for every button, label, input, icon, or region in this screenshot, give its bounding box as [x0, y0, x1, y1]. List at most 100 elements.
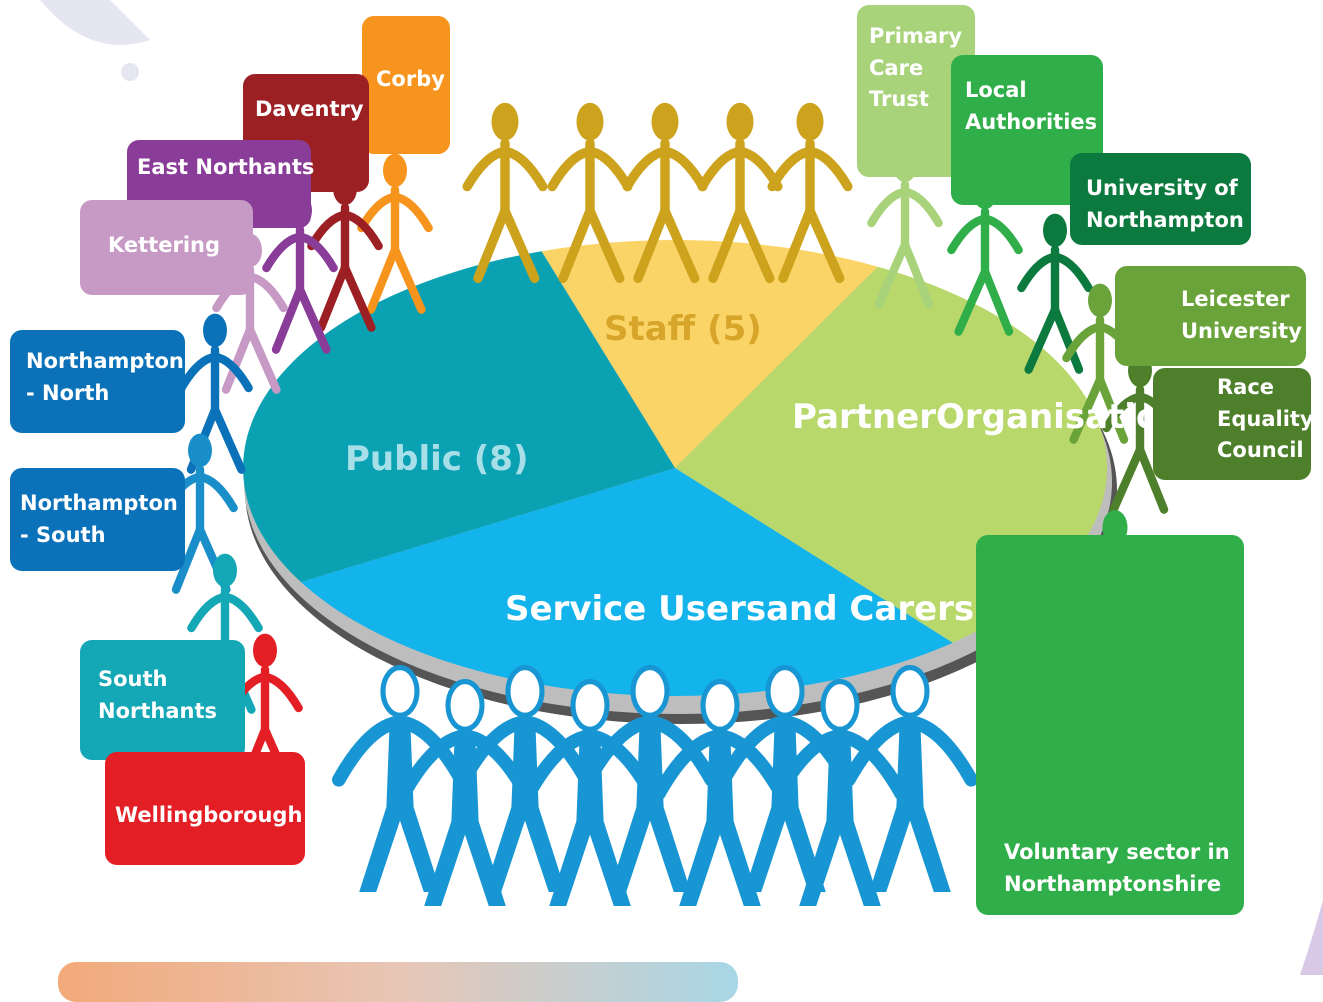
group-box-kettering: Kettering — [80, 200, 253, 295]
figure-head — [700, 679, 740, 732]
figure-arms — [622, 146, 708, 192]
label-line: Race — [1217, 375, 1275, 399]
figure-body — [799, 732, 881, 906]
figure-body — [424, 732, 506, 906]
staff-figure-3 — [622, 102, 708, 284]
service-user-figure-8 — [771, 679, 909, 906]
figure-head — [765, 665, 805, 718]
segment-label-service-users-and-carers: Service Usersand Carers (9) — [505, 589, 1041, 629]
label-line: Corby — [376, 67, 445, 91]
figure-head — [651, 102, 679, 141]
figure-body — [744, 718, 826, 892]
figure-arms — [867, 187, 943, 228]
figure-head — [890, 665, 930, 718]
figure-head — [570, 679, 610, 732]
figure-arms — [307, 210, 383, 251]
group-box-voluntary-sector: Voluntary sector in Northamptonshire — [976, 535, 1244, 915]
label-line: University of — [1086, 176, 1238, 200]
figure-head — [1088, 283, 1112, 318]
figure-arms — [187, 592, 263, 633]
service-user-figure-2 — [396, 679, 534, 906]
figure-body — [359, 718, 441, 892]
figure-arms — [771, 729, 909, 801]
decorative-dot — [121, 63, 139, 81]
figure-legs — [473, 206, 540, 284]
service-user-figure-4 — [521, 679, 659, 906]
figure-body — [869, 718, 951, 892]
label-line: Northampton — [1086, 207, 1244, 232]
staff-figure-4 — [697, 102, 783, 284]
figure-head — [445, 679, 485, 732]
label-line: Public (8) — [345, 439, 529, 479]
figure-legs — [316, 263, 376, 332]
label-line: Trust — [869, 87, 929, 111]
group-box-university-of-northampton: University of Northampton — [1070, 153, 1251, 245]
figure-head — [383, 153, 407, 188]
figure-head — [253, 633, 277, 668]
decorative-swirl — [40, 0, 150, 45]
segment-label-public: Public (8) — [345, 440, 529, 478]
figure-head — [188, 433, 212, 468]
figure-arms — [947, 214, 1023, 255]
label-line: - North — [26, 380, 110, 405]
figure-arms — [651, 729, 789, 801]
label-line: Partner — [792, 397, 937, 437]
label-line: Wellingborough — [115, 803, 303, 827]
figure-arms — [462, 146, 548, 192]
figure-body — [484, 718, 566, 892]
figure-legs — [558, 206, 625, 284]
figure-legs — [954, 267, 1014, 336]
bottom-banner — [58, 962, 738, 1002]
label-line: Northamptonshire — [1004, 871, 1222, 896]
figure-head — [203, 313, 227, 348]
label-line: Leicester — [1181, 287, 1290, 311]
figure-legs — [874, 240, 934, 309]
label-line: Northants — [98, 698, 218, 723]
figure-head — [576, 102, 604, 141]
label-line: Northampton — [20, 491, 178, 515]
figure-legs — [633, 206, 700, 284]
segment-staff — [541, 240, 878, 468]
figure-body — [609, 718, 691, 892]
diagram-canvas — [40, 0, 1323, 975]
figure-head — [796, 102, 824, 141]
figure-arms — [547, 146, 633, 192]
label-line: Care — [869, 55, 924, 80]
figure-head — [820, 679, 860, 732]
staff-figure-1 — [462, 102, 548, 284]
figure-body — [679, 732, 761, 906]
label-line: Voluntary sector in — [1004, 840, 1230, 864]
label-line: South — [98, 667, 168, 691]
service-user-figure-6 — [651, 679, 789, 906]
service-user-figure-7 — [716, 665, 854, 892]
figure-head — [505, 665, 545, 718]
figure-northampton-north — [177, 313, 253, 474]
group-box-northampton-north: Northampton - North — [10, 330, 185, 433]
figure-corby — [357, 153, 433, 314]
label-line: Primary — [869, 24, 963, 48]
figure-legs — [778, 206, 845, 284]
figure-arms — [697, 146, 783, 192]
figure-arms — [357, 192, 433, 233]
figure-arms — [716, 715, 854, 787]
figure-arms — [1017, 252, 1093, 293]
figure-head — [491, 102, 519, 141]
segment-label-staff: Staff (5) — [604, 310, 762, 348]
figure-legs — [1109, 445, 1169, 514]
label-line: Kettering — [108, 233, 221, 257]
decorative-swirl — [1300, 900, 1323, 975]
group-box-corby: Corby — [362, 16, 450, 154]
group-box-northampton-south: Northampton - South — [10, 468, 185, 571]
figure-arms — [841, 715, 979, 787]
label-line: University — [1181, 318, 1302, 343]
figure-race-equality-council — [1102, 353, 1178, 514]
label-line: - South — [20, 522, 106, 547]
label-line: Service Users — [505, 589, 767, 629]
figure-legs — [271, 285, 331, 354]
segment-service-users-and-carers — [300, 468, 953, 697]
label-line: Northampton — [26, 349, 184, 373]
label-line: Local — [965, 78, 1027, 102]
